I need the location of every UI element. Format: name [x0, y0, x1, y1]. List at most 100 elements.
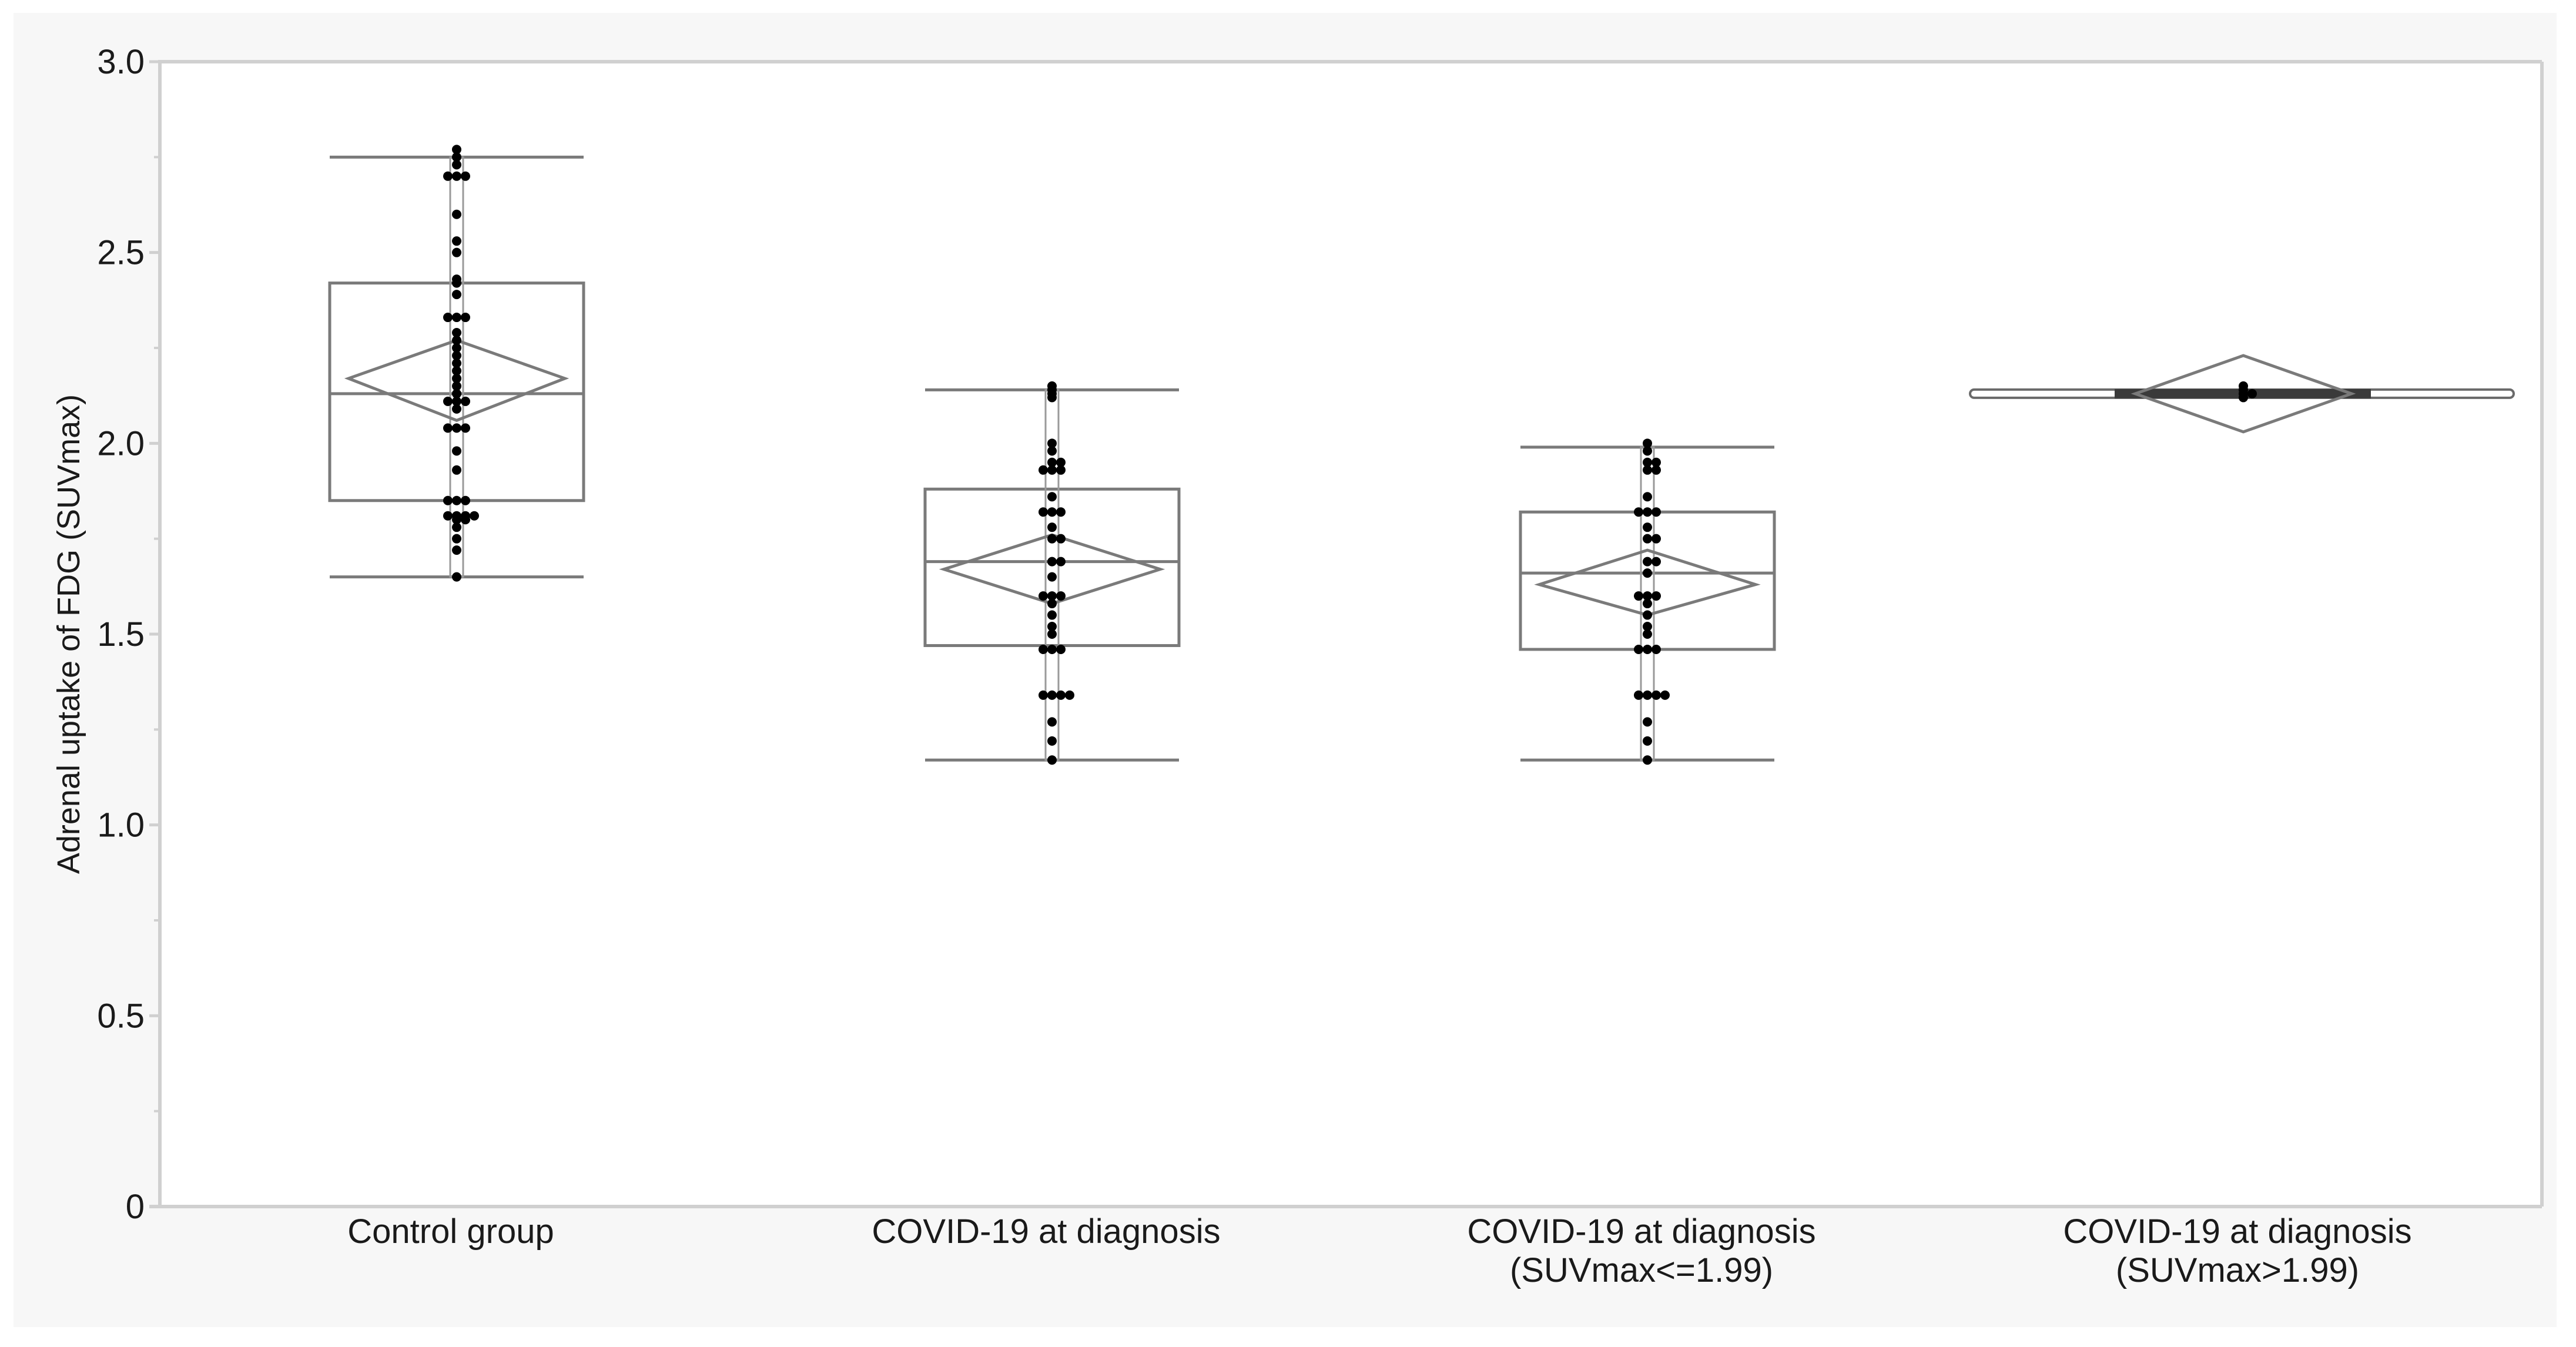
data-point — [1643, 717, 1652, 727]
data-point — [1643, 457, 1652, 467]
x-category-label: COVID-19 at diagnosis — [872, 1212, 1220, 1251]
data-point — [1634, 690, 1643, 700]
plot-area — [160, 62, 2542, 1207]
data-point — [1047, 446, 1057, 456]
data-point — [1634, 507, 1643, 517]
data-point — [2239, 393, 2248, 403]
data-point — [1047, 572, 1057, 582]
data-point — [452, 160, 461, 170]
data-point — [1056, 591, 1066, 601]
data-point — [452, 343, 461, 353]
data-point — [1047, 599, 1057, 609]
data-point — [1634, 644, 1643, 654]
data-point — [1047, 736, 1057, 746]
data-point — [1643, 591, 1652, 601]
data-point — [1634, 591, 1643, 601]
data-point — [1039, 690, 1048, 700]
data-point — [1047, 644, 1057, 654]
data-point — [1652, 465, 1661, 475]
data-point — [443, 171, 453, 181]
data-point — [452, 572, 461, 582]
data-point — [461, 396, 470, 406]
box-group — [1519, 438, 1776, 765]
data-point — [1652, 534, 1661, 544]
data-point — [1652, 644, 1661, 654]
box-group — [1969, 354, 2515, 434]
data-point — [1643, 610, 1652, 620]
data-point — [1652, 591, 1661, 601]
data-point — [452, 465, 461, 475]
data-point — [1047, 393, 1057, 403]
x-category-label: (SUVmax<=1.99) — [1510, 1251, 1773, 1289]
data-point — [1643, 622, 1652, 632]
data-point — [443, 313, 453, 323]
data-point — [452, 423, 461, 433]
data-point — [1047, 755, 1057, 765]
data-point — [1047, 591, 1057, 601]
data-point — [1047, 522, 1057, 532]
data-point — [1643, 522, 1652, 532]
data-point — [1047, 610, 1057, 620]
data-point — [1047, 457, 1057, 467]
data-point — [452, 534, 461, 544]
x-axis: Control group COVID-19 at diagnosis COVID-… — [149, 1205, 2542, 1289]
data-point — [1047, 629, 1057, 639]
data-point — [443, 495, 453, 505]
y-tick-label: 3.0 — [97, 43, 145, 81]
data-point — [1039, 644, 1048, 654]
data-point — [452, 545, 461, 555]
data-point — [452, 515, 461, 525]
data-point — [452, 278, 461, 288]
data-point — [1643, 465, 1652, 475]
data-point — [452, 358, 461, 368]
data-point — [452, 313, 461, 323]
x-category-label: COVID-19 at diagnosis — [1467, 1212, 1815, 1251]
data-point — [452, 145, 461, 155]
data-point — [452, 209, 461, 219]
data-point — [1652, 457, 1661, 467]
data-point — [452, 446, 461, 456]
box-group — [923, 381, 1181, 765]
y-tick-label: 2.5 — [97, 234, 145, 272]
mean-diamond — [2131, 354, 2356, 434]
box-group — [328, 145, 585, 582]
data-point — [452, 236, 461, 246]
data-point — [1065, 690, 1074, 700]
data-point — [452, 171, 461, 181]
data-point — [1047, 622, 1057, 632]
data-point — [1047, 465, 1057, 475]
data-point — [452, 328, 461, 338]
data-point — [452, 388, 461, 398]
y-tick-label: 1.5 — [97, 615, 145, 654]
data-point — [452, 247, 461, 257]
data-point — [1047, 557, 1057, 567]
data-point — [470, 511, 479, 521]
data-point — [2247, 388, 2257, 398]
data-point — [1039, 507, 1048, 517]
data-point — [452, 152, 461, 162]
data-point — [1643, 557, 1652, 567]
data-point — [1039, 465, 1048, 475]
data-point — [1047, 507, 1057, 517]
data-point — [1039, 591, 1048, 601]
data-point — [452, 290, 461, 300]
data-point — [1643, 644, 1652, 654]
data-point — [1643, 438, 1652, 448]
data-point — [1047, 717, 1057, 727]
data-point — [1643, 568, 1652, 578]
data-point — [452, 366, 461, 376]
data-point — [1047, 438, 1057, 448]
data-point — [461, 171, 470, 181]
data-point — [452, 381, 461, 391]
data-point — [1643, 629, 1652, 639]
data-point — [461, 515, 470, 525]
data-point — [1056, 534, 1066, 544]
data-point — [1056, 507, 1066, 517]
data-point — [452, 350, 461, 360]
y-tick-label: 2.0 — [97, 424, 145, 463]
x-category-label: Control group — [347, 1212, 554, 1251]
data-point — [443, 396, 453, 406]
data-point — [452, 495, 461, 505]
data-point — [1643, 507, 1652, 517]
